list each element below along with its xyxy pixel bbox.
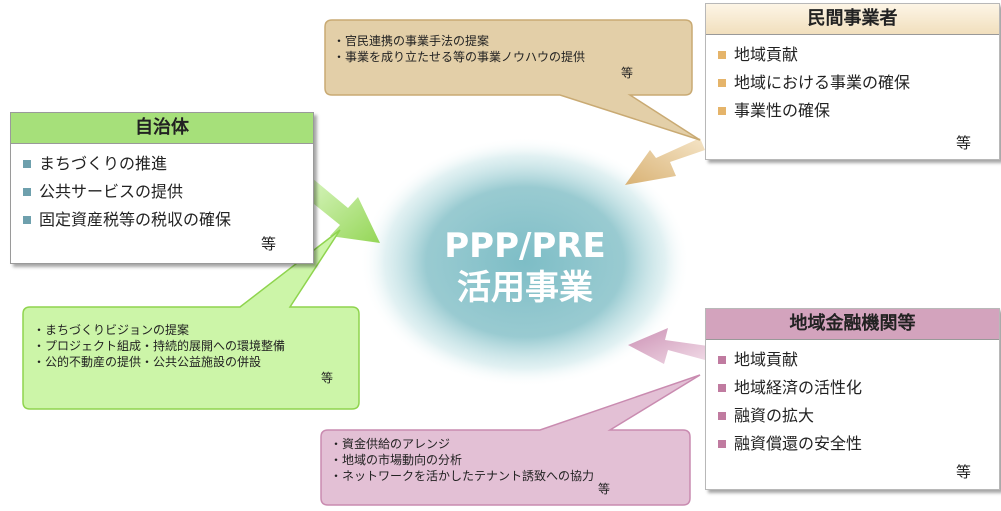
bullet-square-icon: [718, 51, 726, 59]
etc-label: 等: [597, 482, 610, 496]
center-title: PPP/PRE 活用事業: [410, 225, 640, 309]
municipality-list: まちづくりの推進 公共サービスの提供 固定資産税等の税収の確保: [11, 144, 313, 234]
finance-box: 地域金融機関等 地域貢献 地域経済の活性化 融資の拡大 融資償還の安全性 等: [705, 308, 1000, 490]
bullet-square-icon: [23, 188, 31, 196]
list-item: 地域における事業の確保: [718, 69, 999, 97]
etc-label: 等: [620, 66, 633, 80]
list-item: 融資の拡大: [718, 402, 999, 430]
list-item: 公共サービスの提供: [23, 178, 313, 206]
bullet-square-icon: [718, 107, 726, 115]
private-bubble-text: ・官民連携の事業手法の提案 ・事業を成り立たせる等の事業ノウハウの提供 等: [333, 34, 633, 80]
center-glow: [360, 137, 690, 387]
list-item: 融資償還の安全性: [718, 430, 999, 458]
arrow-municipality: [304, 178, 380, 243]
etc-label: 等: [956, 134, 972, 152]
municipality-box: 自治体 まちづくりの推進 公共サービスの提供 固定資産税等の税収の確保 等: [10, 112, 314, 264]
bubble-municipality-shape: [22, 229, 360, 410]
list-item: 地域貢献: [718, 346, 999, 374]
private-box: 民間事業者 地域貢献 地域における事業の確保 事業性の確保 等: [705, 3, 1000, 160]
private-title: 民間事業者: [706, 4, 999, 35]
municipality-bubble-text: ・まちづくりビジョンの提案 ・プロジェクト組成・持続的展開への環境整備 ・公的不…: [33, 323, 333, 385]
municipality-title: 自治体: [11, 113, 313, 144]
etc-label: 等: [320, 371, 333, 385]
bubble-finance-shape: [320, 374, 701, 506]
bullet-square-icon: [718, 384, 726, 392]
bullet-square-icon: [718, 412, 726, 420]
bullet-square-icon: [23, 160, 31, 168]
bullet-square-icon: [718, 440, 726, 448]
arrow-finance: [628, 328, 708, 364]
list-item: まちづくりの推進: [23, 150, 313, 178]
list-item: 固定資産税等の税収の確保: [23, 206, 313, 234]
etc-label: 等: [261, 235, 277, 253]
finance-bubble-text: ・資金供給のアレンジ ・地域の市場動向の分析 ・ネットワークを活かしたテナント誘…: [330, 437, 610, 496]
bullet-square-icon: [718, 356, 726, 364]
center-title-line2: 活用事業: [457, 268, 593, 308]
finance-list: 地域貢献 地域経済の活性化 融資の拡大 融資償還の安全性: [706, 340, 999, 458]
center-title-line1: PPP/PRE: [444, 226, 606, 266]
arrow-private: [625, 138, 705, 185]
list-item: 事業性の確保: [718, 97, 999, 125]
bullet-square-icon: [718, 79, 726, 87]
bubble-private-shape: [324, 19, 701, 141]
private-list: 地域貢献 地域における事業の確保 事業性の確保: [706, 35, 999, 125]
list-item: 地域貢献: [718, 41, 999, 69]
etc-label: 等: [956, 463, 972, 481]
list-item: 地域経済の活性化: [718, 374, 999, 402]
bullet-square-icon: [23, 216, 31, 224]
finance-title: 地域金融機関等: [706, 309, 999, 340]
